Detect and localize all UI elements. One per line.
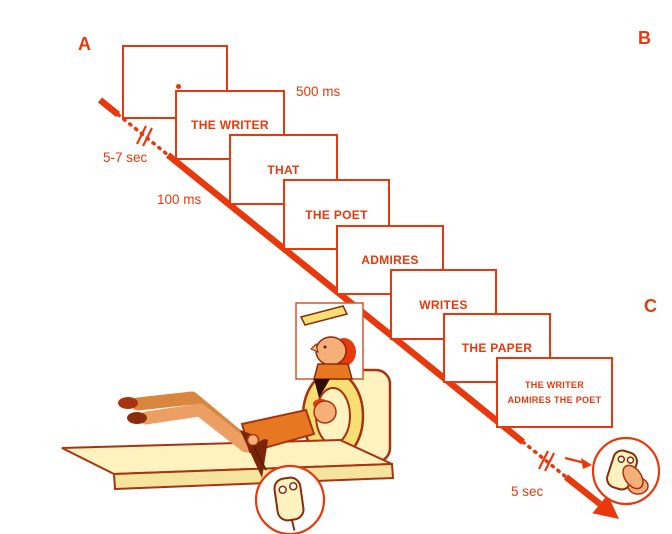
hand-response-icon [606, 449, 649, 495]
card-word: THE POET [305, 207, 368, 222]
hand-icon [246, 433, 260, 447]
card-word: THE WRITER [191, 118, 269, 132]
head-mirror-inset [295, 302, 364, 398]
card-word: ADMIRES [361, 253, 419, 267]
inset-pointer [314, 379, 330, 398]
response-pad-icon [273, 476, 305, 531]
card-sentence: THE WRITER ADMIRES THE POET [507, 380, 602, 405]
shoe-icon [118, 397, 138, 409]
thumb-icon [622, 464, 644, 490]
mirror-icon [299, 305, 349, 326]
panel-label-a: A [78, 34, 91, 54]
response-pad-inset [254, 464, 326, 534]
break-mark-icon [136, 125, 153, 147]
stimulus-card-sentence: THE WRITER ADMIRES THE POET [496, 357, 613, 428]
callout-pointer [240, 430, 268, 478]
panel-label-c: C [644, 296, 657, 316]
panel-label-b: B [638, 28, 651, 48]
hand-response-inset [564, 436, 661, 506]
timing-label-initial: 5-7 sec [103, 150, 148, 165]
break-mark-icon [538, 450, 555, 472]
arrowhead-icon [592, 494, 619, 519]
timing-label-isi: 100 ms [157, 192, 202, 207]
head-icon [313, 400, 337, 424]
scanner-table [61, 438, 395, 491]
face-icon [315, 336, 347, 366]
timing-label-final: 5 sec [511, 484, 544, 499]
fixation-dot-icon [176, 84, 181, 89]
timeline-arrow-icon [97, 97, 619, 519]
subject-illustration [118, 391, 337, 478]
shoe-icon [127, 412, 147, 424]
small-arrow-icon [581, 458, 592, 469]
eye-icon [323, 345, 327, 349]
card-word: WRITES [419, 297, 468, 312]
timing-label-stimulus: 500 ms [296, 84, 341, 99]
card-word: THE PAPER [461, 341, 533, 355]
mri-scanner-illustration [61, 302, 395, 534]
card-word: THAT [267, 162, 300, 177]
